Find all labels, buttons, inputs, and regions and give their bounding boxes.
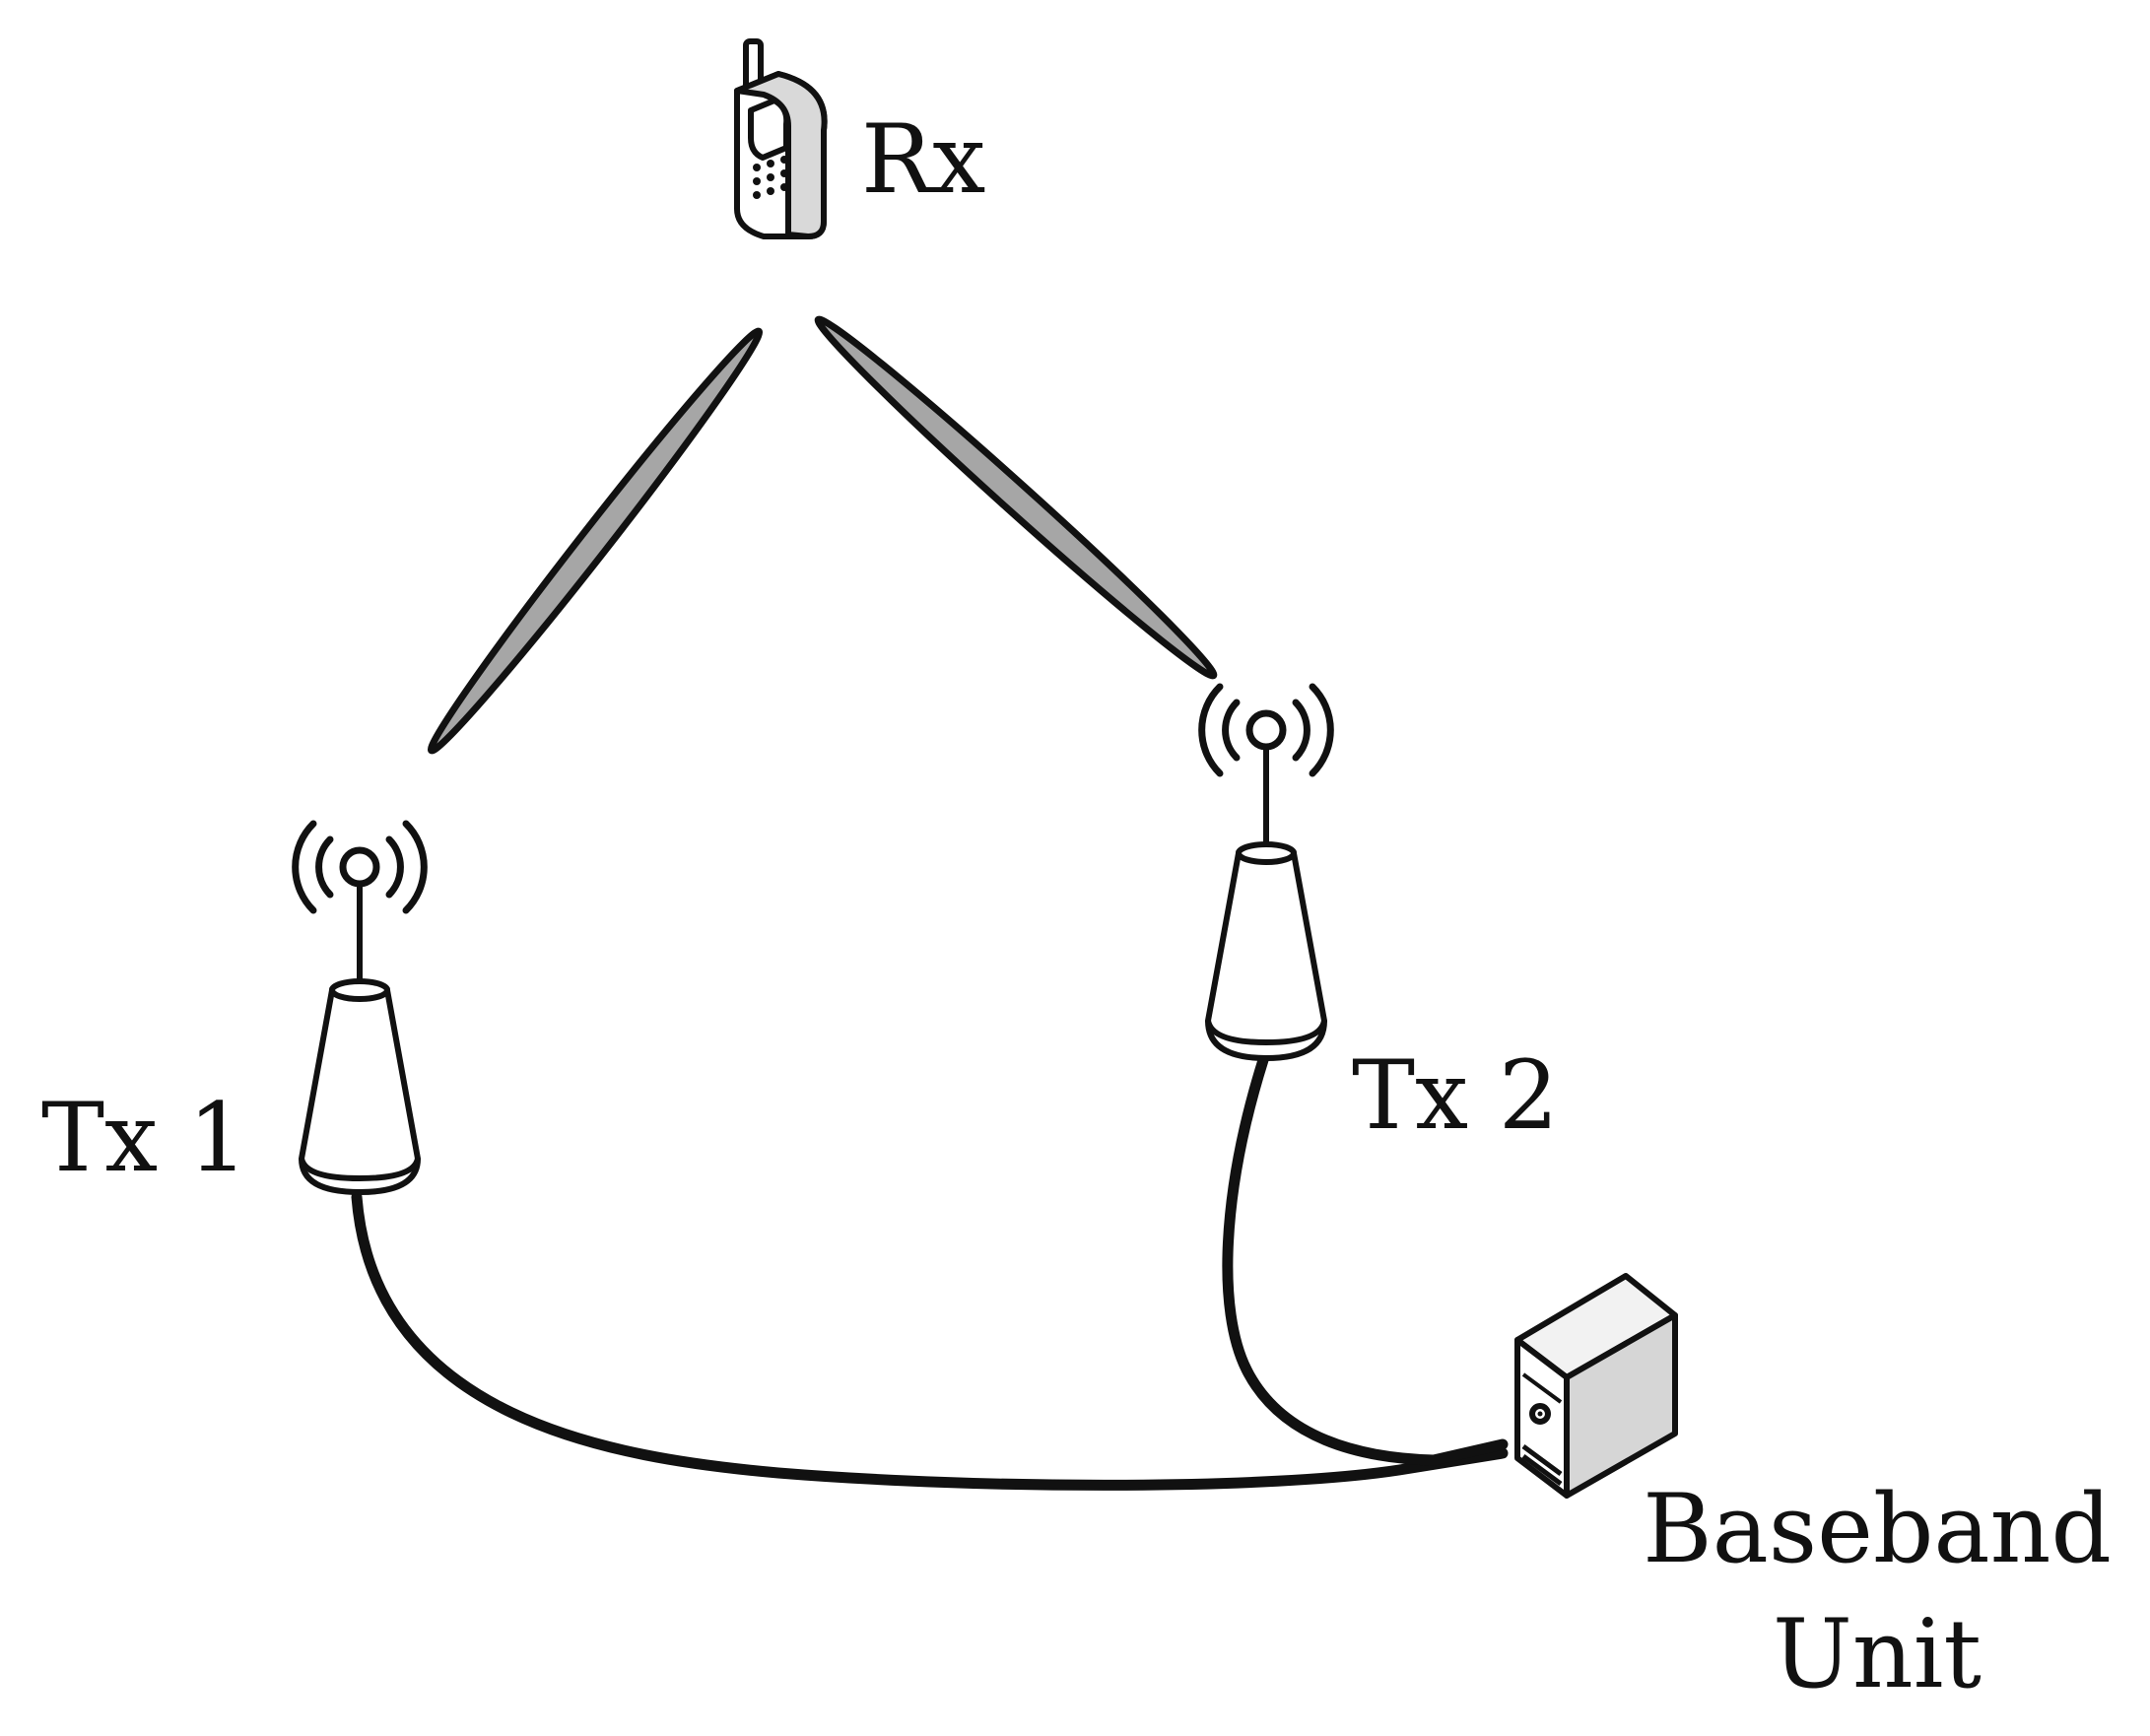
tx2-node: Tx 2 [1198,683,1559,1151]
receiver-node: Rx [734,38,985,239]
baseband-label-line2: Unit [1773,1599,1982,1709]
tx1-node: Tx 1 [41,820,428,1196]
server-icon [1514,1273,1678,1499]
beams [427,315,1218,755]
fronthaul-cables [351,1054,1509,1491]
cable-tx1-to-baseband [351,1191,1509,1491]
tx1-label: Tx 1 [41,1083,248,1193]
rx-label: Rx [861,104,985,215]
beam-tx2-to-rx [814,315,1218,680]
baseband-label-line1: Baseband [1643,1474,2112,1584]
cable-tx2-to-baseband [1222,1054,1509,1466]
beam-tx1-to-rx [427,327,764,755]
mobile-phone-icon [734,38,828,239]
antenna-icon [298,978,422,1196]
tx2-label: Tx 2 [1352,1040,1559,1151]
antenna-icon [1204,841,1328,1062]
baseband-node: Baseband Unit [1514,1273,2112,1709]
